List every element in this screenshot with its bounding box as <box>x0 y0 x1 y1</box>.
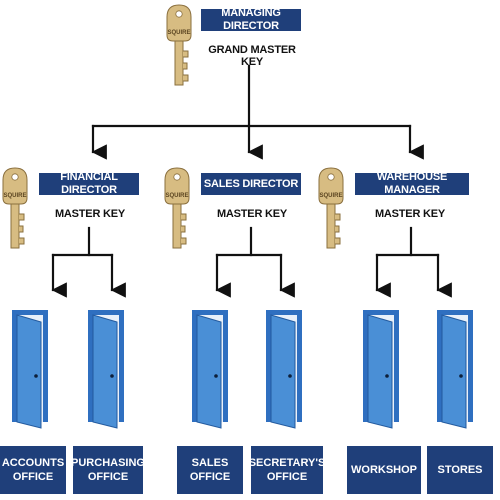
room-line-1: WORKSHOP <box>351 464 417 476</box>
room-line-2: OFFICE <box>87 471 129 483</box>
sales-director-label: SALES DIRECTOR <box>201 173 301 195</box>
warehouse-master-key-icon: SQUIRE <box>318 167 344 249</box>
room-line-1: PURCHASING <box>71 457 145 469</box>
room-line-2: OFFICE <box>266 471 308 483</box>
room-label-accounts-office: ACCOUNTS OFFICE <box>0 446 66 494</box>
room-line-1: STORES <box>437 464 483 476</box>
room-label-stores: STORES <box>427 446 493 494</box>
room-label-workshop: WORKSHOP <box>347 446 421 494</box>
room-line-1: SECRETARY'S <box>248 457 326 469</box>
door-sales-office-icon <box>192 310 228 429</box>
door-purchasing-office-icon <box>88 310 124 429</box>
room-line-2: OFFICE <box>189 471 231 483</box>
room-line-1: ACCOUNTS <box>1 457 65 469</box>
warehouse-manager-label: WAREHOUSE MANAGER <box>355 171 469 196</box>
room-label-secretarys-office: SECRETARY'S OFFICE <box>248 446 326 494</box>
key-brand-text: SQUIRE <box>3 193 26 199</box>
room-line-1: SALES <box>191 457 229 469</box>
key-brand-text: SQUIRE <box>319 193 342 199</box>
warehouse-master-key-label: MASTER KEY <box>374 208 446 220</box>
room-line-2: OFFICE <box>12 471 54 483</box>
door-workshop-icon <box>363 310 399 429</box>
room-label-purchasing-office: PURCHASING OFFICE <box>71 446 145 494</box>
key-brand-text: SQUIRE <box>167 30 190 36</box>
managing-director-label: MANAGING DIRECTOR <box>201 7 301 32</box>
sales-master-key-label: MASTER KEY <box>216 208 288 220</box>
financial-director-label: FINANCIAL DIRECTOR <box>39 171 139 196</box>
sales-master-key-icon: SQUIRE <box>164 167 190 249</box>
grand-master-key-icon: SQUIRE <box>166 4 192 86</box>
grand-master-key-label: GRAND MASTER KEY <box>208 44 296 68</box>
financial-master-key-icon: SQUIRE <box>2 167 28 249</box>
door-secretarys-office-icon <box>266 310 302 429</box>
room-label-sales-office: SALES OFFICE <box>177 446 243 494</box>
door-stores-icon <box>437 310 473 429</box>
door-accounts-office-icon <box>12 310 48 429</box>
financial-master-key-label: MASTER KEY <box>54 208 126 220</box>
key-brand-text: SQUIRE <box>165 193 188 199</box>
